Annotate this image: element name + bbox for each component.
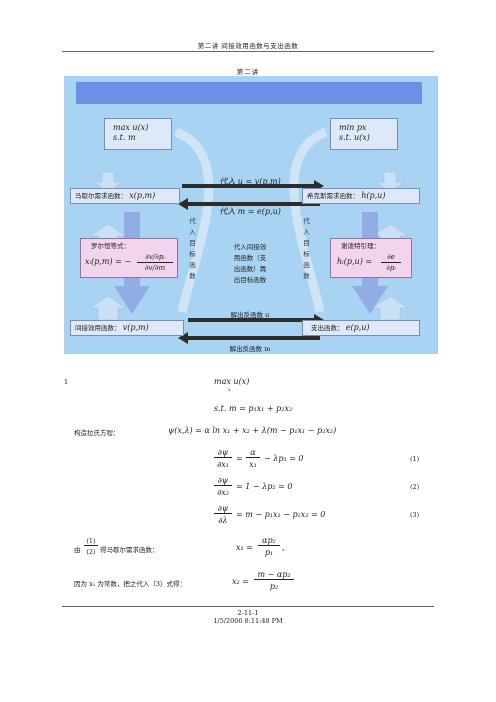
indirect-utility-formula: v(p,m) bbox=[122, 323, 149, 332]
shephard-lemma-numerator: ∂e bbox=[381, 252, 401, 263]
substitute-expenditure-label: 代入 m = e(p,u) bbox=[219, 207, 281, 216]
running-header: 第二讲 间接效用函数与支出函数 bbox=[197, 42, 299, 50]
from-label: 由 bbox=[74, 546, 81, 554]
eq1-equals: = bbox=[236, 454, 243, 463]
expenditure-function-label: 支出函数： bbox=[311, 324, 344, 332]
x2-denominator: p₂ bbox=[269, 582, 279, 591]
arrow-right-icon bbox=[182, 180, 324, 192]
shephard-lemma-lhs: hᵢ(p,u) = bbox=[337, 257, 373, 266]
eq2-lhs-den: ∂x₂ bbox=[217, 488, 229, 497]
x1-lhs: x₁ = bbox=[236, 543, 253, 552]
hicksian-label: 希克斯需求函数： bbox=[307, 192, 359, 200]
roy-identity-denominator: ∂v/∂m bbox=[144, 264, 166, 272]
eq1-lhs-num: ∂ψ bbox=[214, 448, 232, 458]
arrow-down-icon bbox=[93, 171, 123, 193]
expenditure-function-formula: e(p,u) bbox=[345, 323, 370, 332]
page-number: 2-11-1 bbox=[237, 609, 259, 617]
roy-identity-lhs: xᵢ(p,m) = − bbox=[85, 257, 132, 266]
item-number: 1 bbox=[64, 378, 69, 386]
arrow-up-icon bbox=[89, 295, 127, 321]
eq3-lhs-num: ∂ψ bbox=[214, 504, 232, 514]
objective: max u(x) bbox=[214, 377, 250, 386]
from-numerator: (1) bbox=[84, 537, 98, 546]
eq1-rhs: − λp₁ = 0 bbox=[264, 454, 304, 463]
section-title: 第二讲 bbox=[236, 68, 260, 76]
vertical-label-left: 代入目标函数 bbox=[189, 217, 196, 280]
diagram-banner bbox=[76, 82, 422, 104]
x1-denominator: p₁ bbox=[264, 548, 274, 557]
footer-rule bbox=[62, 606, 434, 607]
roy-identity-label: 罗尔恒等式： bbox=[91, 242, 130, 250]
shephard-lemma-denominator: ∂pᵢ bbox=[386, 264, 396, 272]
concept-diagram: max u(x) s.t. m min px s.t. u(x) 马歇尔需求函数… bbox=[64, 76, 438, 354]
eq3-tag: (3) bbox=[410, 511, 420, 519]
arrow-down-icon bbox=[375, 171, 405, 193]
marshallian-label: 马歇尔需求函数： bbox=[75, 192, 127, 200]
substitute-indirect-utility-label: 代入 u = v(p,m) bbox=[219, 177, 281, 186]
hicksian-formula: h(p,u) bbox=[361, 191, 386, 200]
from-text: 得马歇尔需求函数： bbox=[100, 546, 159, 554]
from-denominator: (2) bbox=[86, 548, 96, 556]
arrow-left-icon bbox=[178, 198, 320, 210]
lagrangian-label: 构造拉氏方程： bbox=[74, 429, 120, 437]
umax-objective: max u(x) bbox=[113, 123, 149, 132]
arrow-left-icon bbox=[178, 332, 320, 344]
lagrangian: ψ(x,λ) = α ln x₁ + x₂ + λ(m − p₁x₁ − p₂x… bbox=[168, 426, 337, 435]
arrow-up-icon bbox=[371, 295, 409, 321]
umax-constraint: s.t. m bbox=[113, 133, 136, 142]
eq1-lhs-den: ∂x₁ bbox=[217, 460, 229, 469]
x1-tail: , bbox=[282, 543, 285, 552]
eq2-tag: (2) bbox=[410, 483, 420, 491]
eq1-mid-den: x₁ bbox=[249, 460, 257, 469]
arrow-right-icon bbox=[188, 314, 324, 326]
marshallian-demand-box: 马歇尔需求函数： x(p,m) bbox=[70, 188, 180, 204]
solve-inverse-u-label: 解出反函数 u bbox=[230, 311, 270, 319]
indirect-utility-label: 间接效用函数： bbox=[75, 324, 121, 332]
utility-maximization-box: max u(x) s.t. m bbox=[104, 118, 172, 150]
solve-inverse-m-label: 解出反函数 m bbox=[229, 345, 271, 353]
expenditure-function-box: 支出函数： e(p,u) bbox=[302, 320, 420, 336]
x2-numerator: m − αp₂ bbox=[254, 570, 294, 580]
then-text: 因为 x₁ 为常数，把之代入（3）式得： bbox=[74, 580, 187, 588]
eq2-lhs-num: ∂ψ bbox=[214, 476, 232, 486]
hicksian-demand-box: 希克斯需求函数： h(p,u) bbox=[302, 188, 420, 204]
vertical-label-right: 代入目标函数 bbox=[303, 217, 310, 280]
eq3-rhs: = m − p₁x₁ − p₂x₂ = 0 bbox=[236, 510, 326, 519]
objective-subscript: x bbox=[228, 388, 231, 393]
center-explanation: 代入间接效用函数（支出函数）再出目标函数 bbox=[233, 243, 267, 284]
roy-identity-numerator: ∂v/∂pᵢ bbox=[137, 252, 173, 263]
eq2-rhs: = 1 − λp₂ = 0 bbox=[236, 482, 293, 491]
shephard-lemma-box: 谢泼特引理： hᵢ(p,u) = ∂e ∂pᵢ bbox=[330, 238, 412, 278]
eq3-lhs-den: ∂λ bbox=[218, 516, 228, 525]
print-timestamp: 1/5/2006 8:11:48 PM bbox=[213, 617, 283, 625]
emin-objective: min px bbox=[339, 123, 367, 132]
budget-constraint: s.t. m = p₁x₁ + p₂x₂ bbox=[214, 404, 293, 413]
eq1-mid-num: α bbox=[246, 448, 260, 458]
x1-numerator: αp₂ bbox=[258, 536, 280, 546]
eq1-tag: (1) bbox=[410, 455, 420, 463]
emin-constraint: s.t. u(x) bbox=[339, 133, 370, 142]
indirect-utility-box: 间接效用函数： v(p,m) bbox=[70, 320, 184, 336]
header-rule bbox=[62, 51, 434, 52]
roy-identity-box: 罗尔恒等式： xᵢ(p,m) = − ∂v/∂pᵢ ∂v/∂m bbox=[80, 238, 178, 278]
x2-lhs: x₂ = bbox=[232, 577, 249, 586]
marshallian-formula: x(p,m) bbox=[129, 191, 156, 200]
expenditure-minimization-box: min px s.t. u(x) bbox=[330, 118, 398, 150]
shephard-lemma-label: 谢泼特引理： bbox=[341, 242, 380, 250]
